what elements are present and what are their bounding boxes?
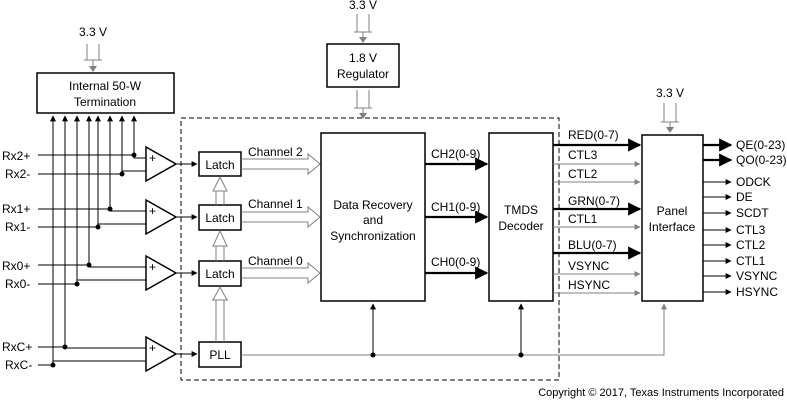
termination-label-line1: Internal 50-W	[69, 79, 142, 93]
regulator-output-arrow	[354, 90, 372, 117]
panel-voltage-label: 3.3 V	[656, 86, 684, 100]
input-rx1p: Rx1+	[2, 202, 30, 216]
latch-ch0	[198, 260, 242, 287]
regulator-supply-arrowhead	[359, 37, 367, 43]
panel-output-wires	[703, 138, 733, 295]
latch-ch1-label: Latch	[205, 211, 234, 225]
termination-block	[36, 72, 175, 114]
decoder-output-wires	[553, 138, 642, 296]
out-hsync: HSYNC	[568, 278, 610, 292]
out-vsync: VSYNC	[568, 259, 610, 273]
out-ctl2: CTL2	[568, 167, 598, 181]
input-rxcn: RxC-	[5, 358, 32, 372]
panel-interface-block	[641, 134, 704, 302]
regulator-label-line2: Regulator	[337, 67, 389, 81]
out-red: RED(0-7)	[568, 128, 619, 142]
tmds-decoder-block	[488, 132, 554, 302]
pll-label: PLL	[209, 348, 231, 362]
amplifier-ch0: +	[145, 254, 178, 292]
amplifier-ch1: +	[145, 198, 178, 236]
regulator-label-line1: 1.8 V	[349, 51, 377, 65]
input-labels: Rx2+ Rx2- Rx1+ Rx1- Rx0+ Rx0- RxC+ RxC-	[2, 149, 32, 372]
regulator-voltage-label: 3.3 V	[349, 0, 377, 12]
chip-boundary	[180, 117, 560, 381]
regulator-supply: 3.3 V	[349, 0, 377, 43]
pll-clock-line	[241, 303, 667, 358]
data-recovery-label-line3: Synchronization	[330, 229, 415, 243]
latch-ch1	[198, 204, 242, 231]
input-rx0n: Rx0-	[5, 277, 30, 291]
out-ctl1: CTL1	[568, 212, 598, 226]
data-recovery-block	[320, 132, 426, 302]
amp-plus: +	[149, 151, 156, 165]
bus-ch0-label: CH0(0-9)	[431, 255, 480, 269]
panel-out-scdt: SCDT	[736, 206, 769, 220]
input-rxcp: RxC+	[2, 340, 32, 354]
channel-1-label: Channel 1	[248, 197, 303, 211]
input-rx2p: Rx2+	[2, 149, 30, 163]
amp-plus: +	[149, 204, 156, 218]
copyright-notice: Copyright © 2017, Texas Instruments Inco…	[538, 387, 784, 399]
out-grn: GRN(0-7)	[568, 194, 620, 208]
panel-supply: 3.3 V	[656, 86, 684, 133]
regulator-block	[326, 43, 400, 88]
out-blu: BLU(0-7)	[568, 238, 617, 252]
panel-out-qe: QE(0-23)	[736, 138, 785, 152]
panel-supply-arrowhead	[666, 127, 674, 133]
amplifier-clock: +	[145, 335, 178, 373]
bus-ch1-label: CH1(0-9)	[431, 200, 480, 214]
input-rx2n: Rx2-	[5, 167, 30, 181]
panel-label-line2: Interface	[649, 220, 696, 234]
termination-label-line2: Termination	[74, 95, 136, 109]
termination-taps	[50, 115, 137, 365]
bus-ch2-label: CH2(0-9)	[431, 147, 480, 161]
termination-supply-arrowhead	[89, 66, 97, 72]
panel-out-qo: QO(0-23)	[736, 153, 787, 167]
amplifier-ch2: +	[145, 145, 178, 183]
tmds-label-line1: TMDS	[504, 203, 538, 217]
input-junctions	[50, 152, 137, 368]
panel-label-line1: Panel	[657, 204, 688, 218]
panel-output-labels: QE(0-23) QO(0-23) ODCK DE SCDT CTL3 CTL2…	[736, 138, 787, 299]
tmds-label-line2: Decoder	[498, 219, 543, 233]
termination-voltage-label: 3.3 V	[79, 25, 107, 39]
amp-plus: +	[149, 260, 156, 274]
panel-out-ctl3: CTL3	[736, 223, 766, 237]
termination-supply: 3.3 V	[79, 25, 107, 72]
data-recovery-label-line2: and	[363, 213, 383, 227]
termination-supply-arrow	[84, 44, 102, 70]
out-ctl3: CTL3	[568, 148, 598, 162]
channel-buses	[241, 152, 321, 285]
decoder-output-labels: RED(0-7) CTL3 CTL2 GRN(0-7) CTL1 BLU(0-7…	[568, 128, 620, 292]
panel-out-vsync: VSYNC	[736, 269, 778, 283]
input-rx0p: Rx0+	[2, 259, 30, 273]
channel-2-label: Channel 2	[248, 145, 303, 159]
latch-ch0-label: Latch	[205, 267, 234, 281]
panel-out-hsync: HSYNC	[736, 285, 778, 299]
panel-out-ctl2: CTL2	[736, 238, 766, 252]
data-recovery-label-line1: Data Recovery	[333, 198, 412, 212]
regulator-output-arrowhead	[359, 113, 367, 119]
panel-supply-arrow	[661, 103, 679, 131]
panel-out-de: DE	[736, 190, 753, 204]
panel-out-ctl1: CTL1	[736, 254, 766, 268]
input-wires	[38, 154, 146, 366]
input-rx1n: Rx1-	[5, 220, 30, 234]
clock-distribution	[212, 175, 228, 342]
panel-out-odck: ODCK	[736, 175, 771, 189]
channel-0-label: Channel 0	[248, 254, 303, 268]
latch-ch2-label: Latch	[205, 158, 234, 172]
regulator-supply-arrow	[354, 14, 372, 41]
amp-plus: +	[149, 341, 156, 355]
